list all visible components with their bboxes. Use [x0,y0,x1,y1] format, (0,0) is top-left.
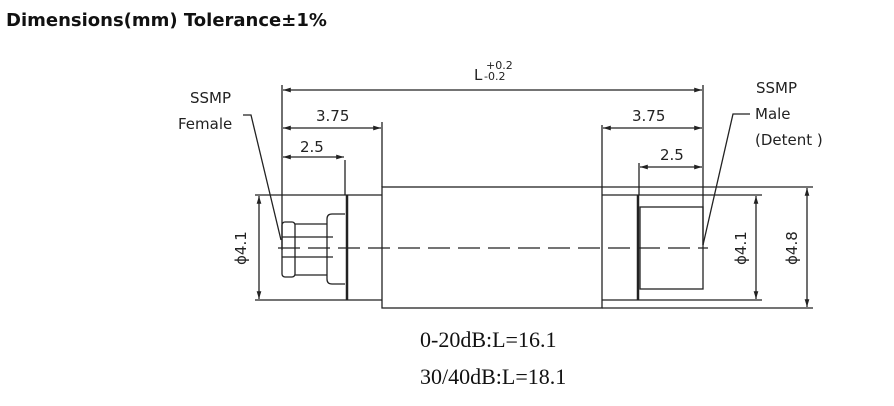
note-0-20db: 0-20dB:L=16.1 [420,327,556,352]
left-diameter: ϕ4.1 [232,231,250,265]
left-dim-3-75: 3.75 [316,107,349,125]
right-label-ssmp: SSMP [756,79,797,97]
overall-length-dimension: L +0.2 -0.2 [281,59,704,250]
right-label-detent: (Detent ) [755,131,823,149]
left-label-ssmp: SSMP [190,89,231,107]
length-symbol: L [474,66,483,84]
length-upper-tolerance: +0.2 [486,59,513,72]
right-dim-3-75: 3.75 [632,107,665,125]
right-connector: 3.75 2.5 ϕ4.1 ϕ4.8 SSMP Male (Detent ) [601,79,823,309]
attenuator-body [381,186,603,309]
left-connector: 3.75 2.5 ϕ4.1 SSMP Female [178,89,383,301]
page-title: Dimensions(mm) Tolerance±1% [6,10,327,31]
right-label-male: Male [755,105,791,123]
left-label-female: Female [178,115,232,133]
length-lower-tolerance: -0.2 [484,70,505,83]
right-diameter-inner: ϕ4.1 [732,231,750,265]
right-diameter-outer: ϕ4.8 [783,231,801,265]
right-dim-2-5: 2.5 [660,146,684,164]
note-30-40db: 30/40dB:L=18.1 [420,364,566,389]
left-dim-2-5: 2.5 [300,138,324,156]
